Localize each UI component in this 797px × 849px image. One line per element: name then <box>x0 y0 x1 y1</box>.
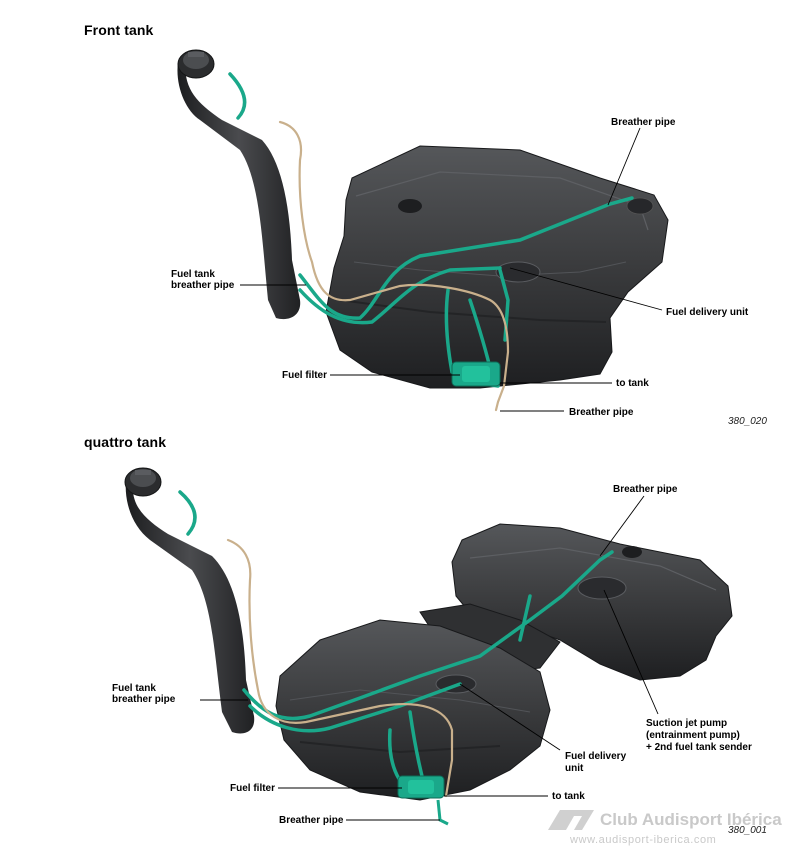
quattro-beige-breather-pipe <box>226 538 454 798</box>
front-figure-id: 380_020 <box>728 416 767 427</box>
quattro-label-fuel-filter: Fuel filter <box>230 783 276 794</box>
quattro-tank-title: quattro tank <box>84 434 167 450</box>
front-fuel-filter <box>451 361 501 387</box>
front-tank-title: Front tank <box>84 22 154 38</box>
quattro-label-fuel-delivery-line2: unit <box>565 763 584 774</box>
front-label-fuel-delivery-unit: Fuel delivery unit <box>666 307 749 318</box>
quattro-label-fuel-delivery-line1: Fuel delivery <box>565 751 627 762</box>
front-tank-drawing <box>177 49 669 412</box>
club-logo-icon <box>548 810 594 830</box>
quattro-label-suction-jet-line3: + 2nd fuel tank sender <box>646 742 752 753</box>
watermark-url: www.audisport-iberica.com <box>570 834 717 846</box>
front-label-fuel-tank-breather-line1: Fuel tank <box>171 269 215 280</box>
quattro-label-to-tank: to tank <box>552 791 585 802</box>
watermark-club-name: Club Audisport Ibérica <box>600 810 782 829</box>
quattro-tank-drawing <box>124 467 733 826</box>
quattro-tank-left <box>275 619 551 801</box>
front-label-breather-pipe-top: Breather pipe <box>611 117 676 128</box>
front-beige-breather-pipe <box>278 120 510 412</box>
quattro-green-pipes <box>178 490 614 798</box>
quattro-label-suction-jet-line1: Suction jet pump <box>646 718 728 729</box>
quattro-figure-id: 380_001 <box>728 825 767 836</box>
front-label-fuel-tank-breather-line2: breather pipe <box>171 280 235 291</box>
quattro-fuel-filter <box>397 775 445 799</box>
front-label-to-tank: to tank <box>616 378 649 389</box>
quattro-label-fuel-tank-breather-line1: Fuel tank <box>112 683 156 694</box>
quattro-label-breather-pipe-top: Breather pipe <box>613 484 678 495</box>
quattro-leader-lines <box>200 495 659 821</box>
quattro-filler-neck <box>124 467 255 734</box>
quattro-label-fuel-tank-breather-line2: breather pipe <box>112 694 176 705</box>
front-label-fuel-filter: Fuel filter <box>282 370 328 381</box>
quattro-label-breather-pipe-bottom: Breather pipe <box>279 815 344 826</box>
front-leader-lines <box>240 127 663 412</box>
front-filler-neck <box>177 49 301 320</box>
front-label-breather-pipe-bottom: Breather pipe <box>569 407 634 418</box>
quattro-label-suction-jet-line2: (entrainment pump) <box>646 730 740 741</box>
